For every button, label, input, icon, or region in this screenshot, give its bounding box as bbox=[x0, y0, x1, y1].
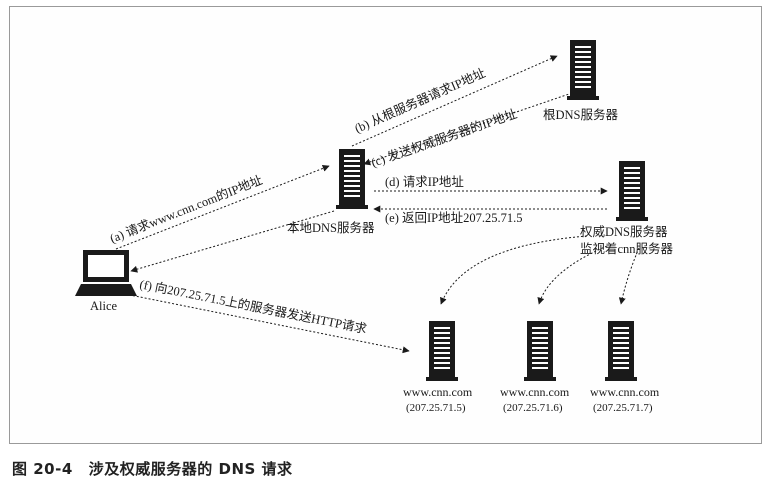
arrow-auth-to-web1 bbox=[440, 235, 588, 305]
root-dns-label: 根DNS服务器 bbox=[543, 107, 619, 122]
web-server-2-host: www.cnn.com bbox=[500, 385, 570, 399]
figure-number: 图 20-4 bbox=[12, 460, 73, 478]
computer-icon bbox=[75, 250, 137, 296]
server-icon bbox=[524, 321, 556, 381]
arrow-b bbox=[351, 55, 558, 147]
arrow-local-to-alice bbox=[130, 210, 335, 273]
arrow-auth-to-web3 bbox=[618, 247, 640, 305]
arrow-auth-to-web2 bbox=[537, 245, 608, 305]
local-dns-label: 本地DNS服务器 bbox=[287, 220, 375, 235]
step-a-label: (a) 请求www.cnn.com的IP地址 bbox=[108, 172, 265, 246]
figure-title: 涉及权威服务器的 DNS 请求 bbox=[88, 460, 293, 478]
web-server-3-ip: (207.25.71.7) bbox=[593, 402, 653, 414]
auth-dns-label-2: 监视着cnn服务器 bbox=[580, 241, 674, 256]
auth-dns-label-1: 权威DNS服务器 bbox=[580, 224, 668, 239]
figure-caption: 图 20-4 涉及权威服务器的 DNS 请求 bbox=[12, 458, 293, 479]
server-icon bbox=[605, 321, 637, 381]
web-server-1-ip: (207.25.71.5) bbox=[406, 402, 466, 414]
web-server-3-host: www.cnn.com bbox=[590, 385, 660, 399]
step-e-label: (e) 返回IP地址207.25.71.5 bbox=[385, 211, 523, 225]
arrow-c bbox=[363, 92, 573, 166]
server-icon bbox=[336, 149, 368, 209]
arrow-a bbox=[115, 165, 330, 250]
alice-label: Alice bbox=[90, 299, 118, 313]
server-icon bbox=[426, 321, 458, 381]
web-server-1-host: www.cnn.com bbox=[403, 385, 473, 399]
server-icon bbox=[567, 40, 599, 100]
server-icon bbox=[616, 161, 648, 221]
dns-flow-diagram: Alice 本地DNS服务器 根DNS服务器 权威DNS服务器 监视着cnn服务… bbox=[75, 40, 674, 414]
step-d-label: (d) 请求IP地址 bbox=[385, 175, 464, 189]
arrow-f bbox=[124, 293, 410, 354]
diagram-frame bbox=[9, 6, 762, 444]
web-server-2-ip: (207.25.71.6) bbox=[503, 402, 563, 414]
step-f-label: (f) 向207.25.71.5上的服务器发送HTTP请求 bbox=[138, 276, 368, 336]
